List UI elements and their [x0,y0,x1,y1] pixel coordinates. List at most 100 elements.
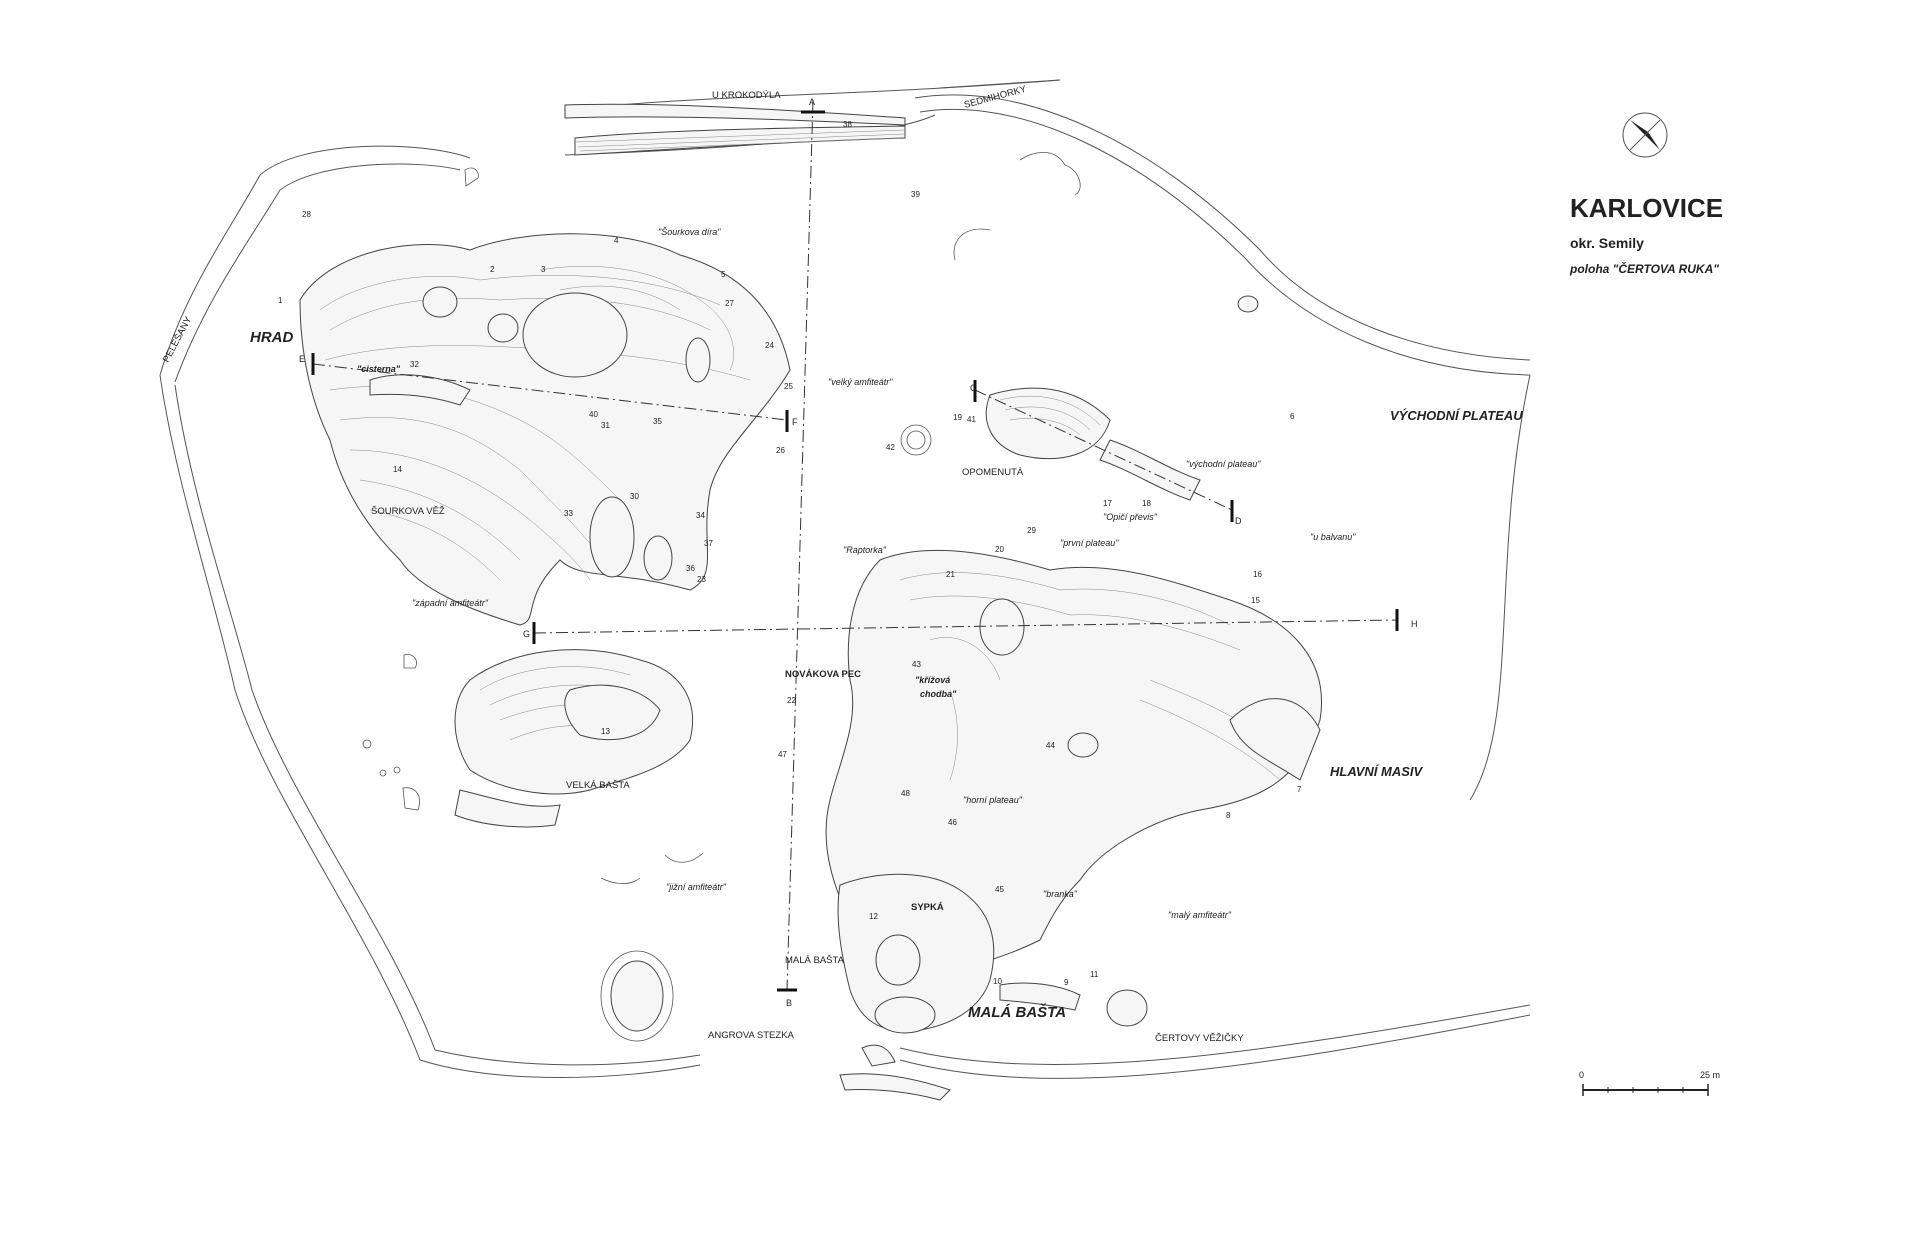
section-point-labels: A B C D E F G H [299,97,1418,1008]
feature-krizova-chodba-1: "křížová [915,675,950,685]
point-21: 21 [946,570,955,579]
feature-velky-amfiteatr: "velký amfiteátr" [828,377,893,387]
point-44: 44 [1046,741,1055,750]
point-48: 48 [901,789,910,798]
feature-labels: "Šourkova díra" "velký amfiteátr" "ciste… [357,227,1356,1044]
point-23: 23 [697,575,706,584]
point-33: 33 [564,509,573,518]
point-45: 45 [995,885,1004,894]
area-hrad: HRAD [250,329,293,346]
feature-zapadni-amfiteatr: "západní amfiteátr" [412,598,489,608]
feature-maly-amfiteatr: "malý amfiteátr" [1168,910,1232,920]
point-25: 25 [784,382,793,391]
point-40: 40 [589,410,598,419]
point-20: 20 [995,545,1004,554]
area-vychodni-plateau: VÝCHODNÍ PLATEAU [1390,408,1523,423]
feature-certovy-vezicky: ČERTOVY VĚŽIČKY [1155,1033,1244,1044]
feature-novakova-pec: NOVÁKOVA PEC [785,669,861,680]
point-15: 15 [1251,596,1260,605]
numbered-points: 1 2 3 4 5 6 7 8 9 10 11 12 13 14 15 16 1… [278,120,1302,987]
scale-end-label: 25 m [1700,1070,1720,1080]
road-pelesany: PELEŠANY [161,314,195,364]
point-43: 43 [912,660,921,669]
road-u-krokodyla: U KROKODÝLA [712,90,781,101]
point-2: 2 [490,265,495,274]
point-26: 26 [776,446,785,455]
point-30: 30 [630,492,639,501]
point-34: 34 [696,511,705,520]
point-24: 24 [765,341,774,350]
feature-u-balvanu: "u balvanu" [1310,532,1356,542]
feature-horni-plateau: "horní plateau" [963,795,1023,805]
section-point-a: A [809,97,815,107]
feature-cisterna: "cisterna" [357,364,401,374]
point-39: 39 [911,190,920,199]
section-point-c: C [970,383,977,393]
point-28: 28 [302,210,311,219]
point-38: 38 [843,120,852,129]
western-massif [299,233,791,626]
point-17: 17 [1103,499,1112,508]
feature-sypka: SYPKÁ [911,902,944,913]
title-block: KARLOVICE okr. Semily poloha "ČERTOVA RU… [1569,193,1723,276]
feature-vychodni-plateau: "východní plateau" [1186,459,1261,469]
small-rocks [362,167,1259,1042]
point-12: 12 [869,912,878,921]
feature-raptorka: "Raptorka" [843,545,887,555]
point-42: 42 [886,443,895,452]
road-sedmihorky: SEDMIHORKY [963,84,1028,111]
point-13: 13 [601,727,610,736]
area-hlavni-masiv: HLAVNÍ MASIV [1330,764,1424,779]
feature-sourkova-vez: ŠOURKOVA VĚŽ [371,506,445,517]
point-16: 16 [1253,570,1262,579]
point-18: 18 [1142,499,1151,508]
feature-velka-basta: VELKÁ BAŠTA [566,780,630,791]
point-29: 29 [1027,526,1036,535]
point-10: 10 [993,977,1002,986]
point-46: 46 [948,818,957,827]
section-lines [311,99,1399,992]
road-angrova-stezka: ANGROVA STEZKA [708,1030,795,1041]
point-22: 22 [787,696,796,705]
point-32: 32 [410,360,419,369]
section-point-e: E [299,354,305,364]
point-41: 41 [967,415,976,424]
point-11: 11 [1090,970,1099,979]
point-4: 4 [614,236,619,245]
feature-opomenuta: OPOMENUTÁ [962,467,1024,478]
map-title: KARLOVICE [1570,193,1723,223]
point-27: 27 [725,299,734,308]
point-35: 35 [653,417,662,426]
north-arrow-icon [1622,112,1668,158]
scale-bar: 0 25 m [1579,1070,1720,1096]
point-36: 36 [686,564,695,573]
point-1: 1 [278,296,283,305]
section-point-d: D [1235,516,1242,526]
point-37: 37 [704,539,713,548]
feature-branka: "branka" [1043,889,1078,899]
area-mala-basta: MALÁ BAŠTA [968,1003,1066,1021]
point-5: 5 [721,270,726,279]
central-massif [900,151,1201,501]
feature-mala-basta: MALÁ BAŠTA [785,955,845,966]
point-6: 6 [1290,412,1295,421]
point-9: 9 [1064,978,1069,987]
feature-sourkova-dira: "Šourkova díra" [658,227,721,237]
main-massif [825,549,1322,976]
point-7: 7 [1297,785,1302,794]
point-14: 14 [393,465,402,474]
feature-jizni-amfiteatr: "jižní amfiteátr" [666,882,727,892]
locality-label: poloha "ČERTOVA RUKA" [1569,261,1719,276]
point-19: 19 [953,413,962,422]
point-47: 47 [778,750,787,759]
area-labels: HRAD VÝCHODNÍ PLATEAU HLAVNÍ MASIV MALÁ … [250,329,1523,1021]
section-point-h: H [1411,619,1418,629]
quarry-strips [564,103,906,156]
section-point-g: G [523,629,530,639]
feature-opici-previs: "Opičí převis" [1103,512,1158,522]
district-label: okr. Semily [1570,235,1644,251]
feature-krizova-chodba-2: chodba" [920,689,957,699]
section-point-f: F [792,417,798,427]
point-3: 3 [541,265,546,274]
